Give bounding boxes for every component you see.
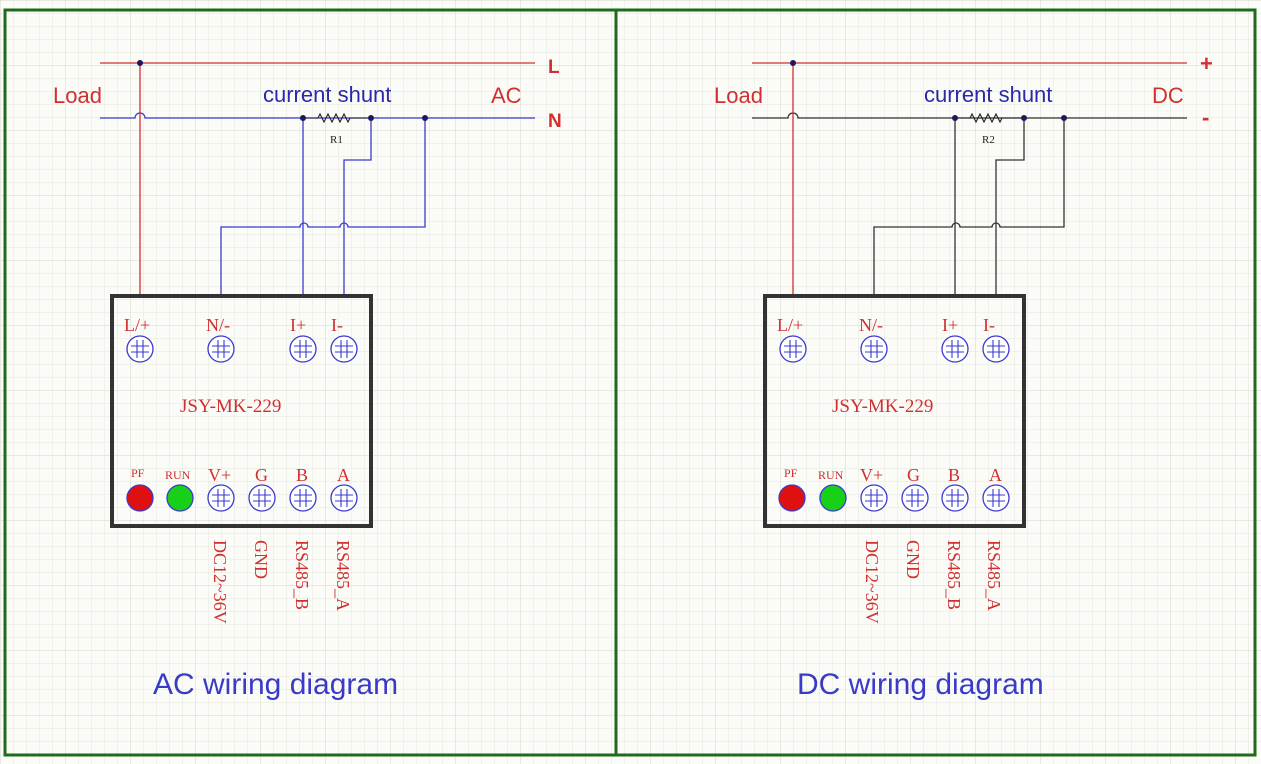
dc-indicator-label-pf: PF <box>784 466 798 480</box>
dc-terminal-label-b: B <box>948 465 960 485</box>
dc-module-model: JSY-MK-229 <box>832 396 933 417</box>
dc-node-plus <box>790 60 796 66</box>
ac-resistor-label: R1 <box>330 134 343 146</box>
dc-terminal-label-i-plus: I+ <box>942 315 958 335</box>
dc-terminal-label-vplus: V+ <box>860 465 883 485</box>
ac-load-label: Load <box>53 83 102 108</box>
ac-indicator-label-run: RUN <box>165 468 191 482</box>
ac-pf-led-icon <box>126 484 154 512</box>
dc-node-minus <box>1061 115 1067 121</box>
screw-terminal-icon <box>779 335 807 363</box>
dc-terminal-label-n: N/- <box>859 315 883 335</box>
ac-panel: Load current shunt AC L N R1 L/+ N/- I+ … <box>53 57 562 701</box>
ac-node-shunt-right <box>368 115 374 121</box>
dc-line-bottom-label: - <box>1202 105 1209 130</box>
dc-wire-minus-to-module <box>873 118 1065 296</box>
ac-top-terminals <box>126 335 358 363</box>
ac-wire-i-minus <box>343 118 372 296</box>
dc-module-body <box>763 294 1026 528</box>
dc-node-shunt-right <box>1021 115 1027 121</box>
ac-run-led-icon <box>166 484 194 512</box>
screw-terminal-icon <box>330 335 358 363</box>
dc-terminal-label-l: L/+ <box>777 315 803 335</box>
dc-wire-i-minus <box>995 118 1025 296</box>
dc-terminal-label-g: G <box>907 465 920 485</box>
ac-module-model: JSY-MK-229 <box>180 396 281 417</box>
dc-function-label-gnd: GND <box>903 540 923 579</box>
ac-node-n <box>422 115 428 121</box>
ac-shunt-resistor <box>303 112 371 124</box>
ac-line-top-label: L <box>548 57 560 78</box>
ac-function-label-power: DC12~36V <box>210 540 230 624</box>
dc-panel: Load current shunt DC + - R2 L/+ N/- I+ … <box>714 51 1213 701</box>
dc-shunt-label: current shunt <box>924 82 1052 107</box>
ac-shunt-label: current shunt <box>263 82 391 107</box>
ac-terminal-label-l: L/+ <box>124 315 150 335</box>
screw-terminal-icon <box>941 335 969 363</box>
screw-terminal-icon <box>860 484 888 512</box>
screw-terminal-icon <box>982 484 1010 512</box>
screw-terminal-icon <box>207 335 235 363</box>
ac-terminal-label-vplus: V+ <box>208 465 231 485</box>
screw-terminal-icon <box>901 484 929 512</box>
ac-function-label-gnd: GND <box>251 540 271 579</box>
ac-terminal-label-b: B <box>296 465 308 485</box>
dc-type-label: DC <box>1152 83 1184 108</box>
ac-terminal-label-g: G <box>255 465 268 485</box>
ac-panel-title: AC wiring diagram <box>153 668 398 701</box>
ac-wire-n-to-module <box>220 118 426 296</box>
ac-line-bottom-label: N <box>548 111 562 132</box>
screw-terminal-icon <box>982 335 1010 363</box>
ac-node-l <box>137 60 143 66</box>
ac-terminal-label-i-minus: I- <box>331 315 343 335</box>
ac-type-label: AC <box>491 83 522 108</box>
dc-panel-title: DC wiring diagram <box>797 668 1044 701</box>
dc-resistor-label: R2 <box>982 134 995 146</box>
screw-terminal-icon <box>941 484 969 512</box>
dc-run-led-icon <box>819 484 847 512</box>
dc-top-terminals <box>779 335 1010 363</box>
screw-terminal-icon <box>126 335 154 363</box>
dc-terminal-label-a: A <box>989 465 1002 485</box>
dc-function-label-power: DC12~36V <box>862 540 882 624</box>
ac-terminal-label-i-plus: I+ <box>290 315 306 335</box>
screw-terminal-icon <box>289 335 317 363</box>
ac-terminal-label-a: A <box>337 465 350 485</box>
screw-terminal-icon <box>330 484 358 512</box>
dc-terminal-label-i-minus: I- <box>983 315 995 335</box>
screw-terminal-icon <box>248 484 276 512</box>
ac-node-shunt-left <box>300 115 306 121</box>
dc-pf-led-icon <box>778 484 806 512</box>
dc-shunt-resistor <box>955 112 1024 124</box>
ac-function-label-rs485a: RS485_A <box>333 540 353 611</box>
ac-indicator-label-pf: PF <box>131 466 145 480</box>
dc-load-label: Load <box>714 83 763 108</box>
ac-function-label-rs485b: RS485_B <box>292 540 312 610</box>
ac-terminal-label-n: N/- <box>206 315 230 335</box>
dc-function-label-rs485b: RS485_B <box>944 540 964 610</box>
right-panel-frame <box>614 8 1257 757</box>
dc-line-top-label: + <box>1200 51 1213 76</box>
ac-bottom-terminals <box>207 484 358 512</box>
dc-indicator-label-run: RUN <box>818 468 844 482</box>
ac-module-body <box>110 294 373 528</box>
screw-terminal-icon <box>207 484 235 512</box>
dc-bottom-terminals <box>860 484 1010 512</box>
dc-function-label-rs485a: RS485_A <box>984 540 1004 611</box>
dc-node-shunt-left <box>952 115 958 121</box>
screw-terminal-icon <box>289 484 317 512</box>
screw-terminal-icon <box>860 335 888 363</box>
